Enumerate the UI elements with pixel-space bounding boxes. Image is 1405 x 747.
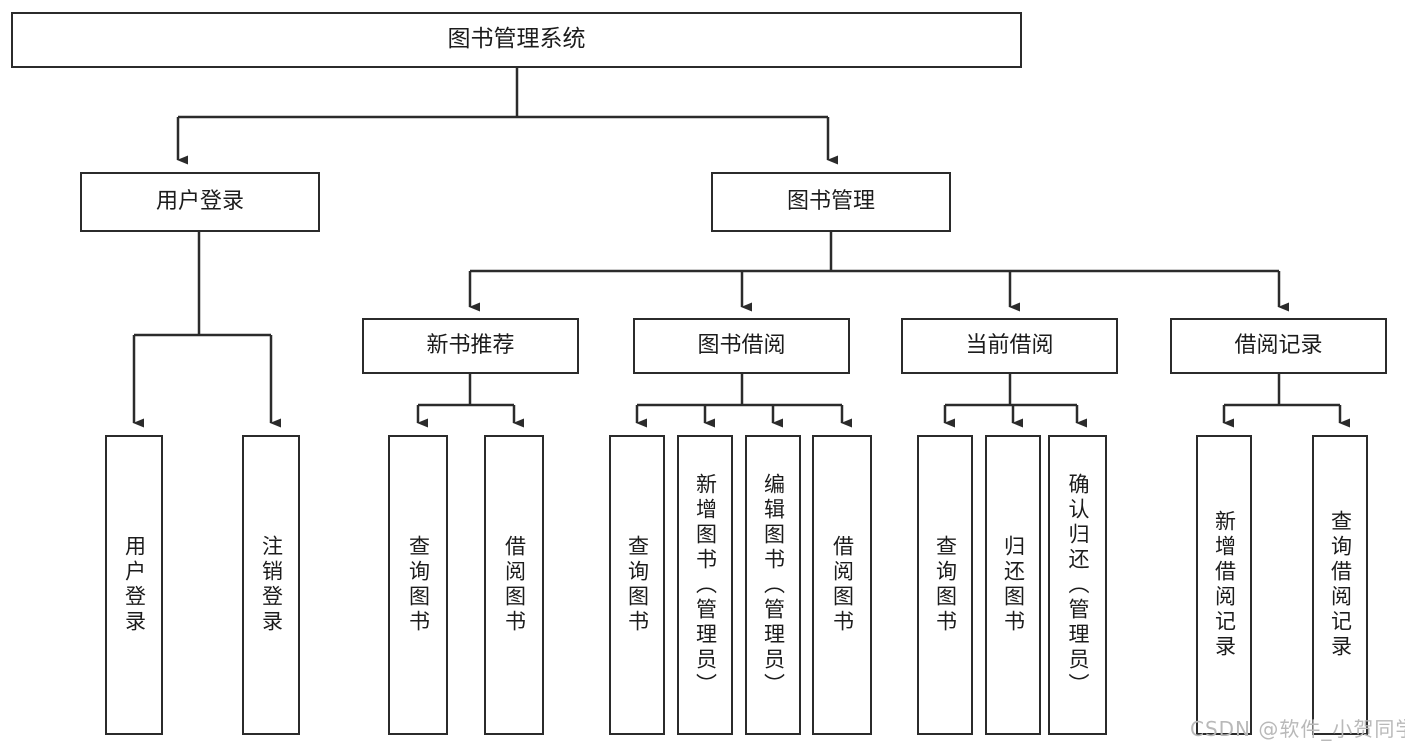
node-book-management[interactable]: 图书管理 (711, 172, 951, 232)
leaf-confirm-return-admin[interactable]: 确认归还（管理员） (1048, 435, 1107, 735)
node-borrow-record[interactable]: 借阅记录 (1170, 318, 1387, 374)
node-root-label: 图书管理系统 (447, 26, 586, 53)
node-new-book-recommend[interactable]: 新书推荐 (362, 318, 579, 374)
leaf-query-book-borrow[interactable]: 查询图书 (609, 435, 665, 735)
node-user-login-label: 用户登录 (155, 189, 244, 215)
leaf-borrow-book-recommend[interactable]: 借阅图书 (484, 435, 544, 735)
leaf-query-book-current[interactable]: 查询图书 (917, 435, 973, 735)
leaf-label: 借阅图书 (830, 535, 855, 635)
leaf-label: 注销登录 (259, 535, 284, 635)
leaf-label: 查询图书 (625, 535, 650, 635)
watermark: CSDN @软件_小贺同学 (1190, 717, 1405, 741)
leaf-label: 查询图书 (933, 535, 958, 635)
leaf-edit-book-admin[interactable]: 编辑图书（管理员） (745, 435, 801, 735)
node-book-borrow[interactable]: 图书借阅 (633, 318, 850, 374)
leaf-user-login[interactable]: 用户登录 (105, 435, 163, 735)
node-borrow-record-label: 借阅记录 (1234, 333, 1323, 359)
leaf-label: 查询借阅记录 (1328, 510, 1353, 660)
leaf-label: 查询图书 (406, 535, 431, 635)
leaf-label: 新增图书（管理员） (693, 472, 718, 698)
leaf-add-borrow-record[interactable]: 新增借阅记录 (1196, 435, 1252, 735)
node-book-borrow-label: 图书借阅 (697, 333, 786, 359)
leaf-return-book[interactable]: 归还图书 (985, 435, 1041, 735)
leaf-label: 用户登录 (122, 535, 147, 635)
node-current-borrow-label: 当前借阅 (965, 333, 1054, 359)
leaf-add-book-admin[interactable]: 新增图书（管理员） (677, 435, 733, 735)
leaf-borrow-book[interactable]: 借阅图书 (812, 435, 872, 735)
leaf-label: 借阅图书 (502, 535, 527, 635)
leaf-label: 确认归还（管理员） (1066, 472, 1090, 698)
leaf-query-book-recommend[interactable]: 查询图书 (388, 435, 448, 735)
leaf-logout[interactable]: 注销登录 (242, 435, 300, 735)
node-root[interactable]: 图书管理系统 (11, 12, 1022, 68)
leaf-query-borrow-record[interactable]: 查询借阅记录 (1312, 435, 1368, 735)
leaf-label: 新增借阅记录 (1212, 510, 1237, 660)
node-new-book-recommend-label: 新书推荐 (426, 333, 515, 359)
node-book-management-label: 图书管理 (786, 189, 875, 215)
node-current-borrow[interactable]: 当前借阅 (901, 318, 1118, 374)
leaf-label: 归还图书 (1001, 535, 1026, 635)
leaf-label: 编辑图书（管理员） (761, 472, 786, 698)
node-user-login[interactable]: 用户登录 (80, 172, 320, 232)
